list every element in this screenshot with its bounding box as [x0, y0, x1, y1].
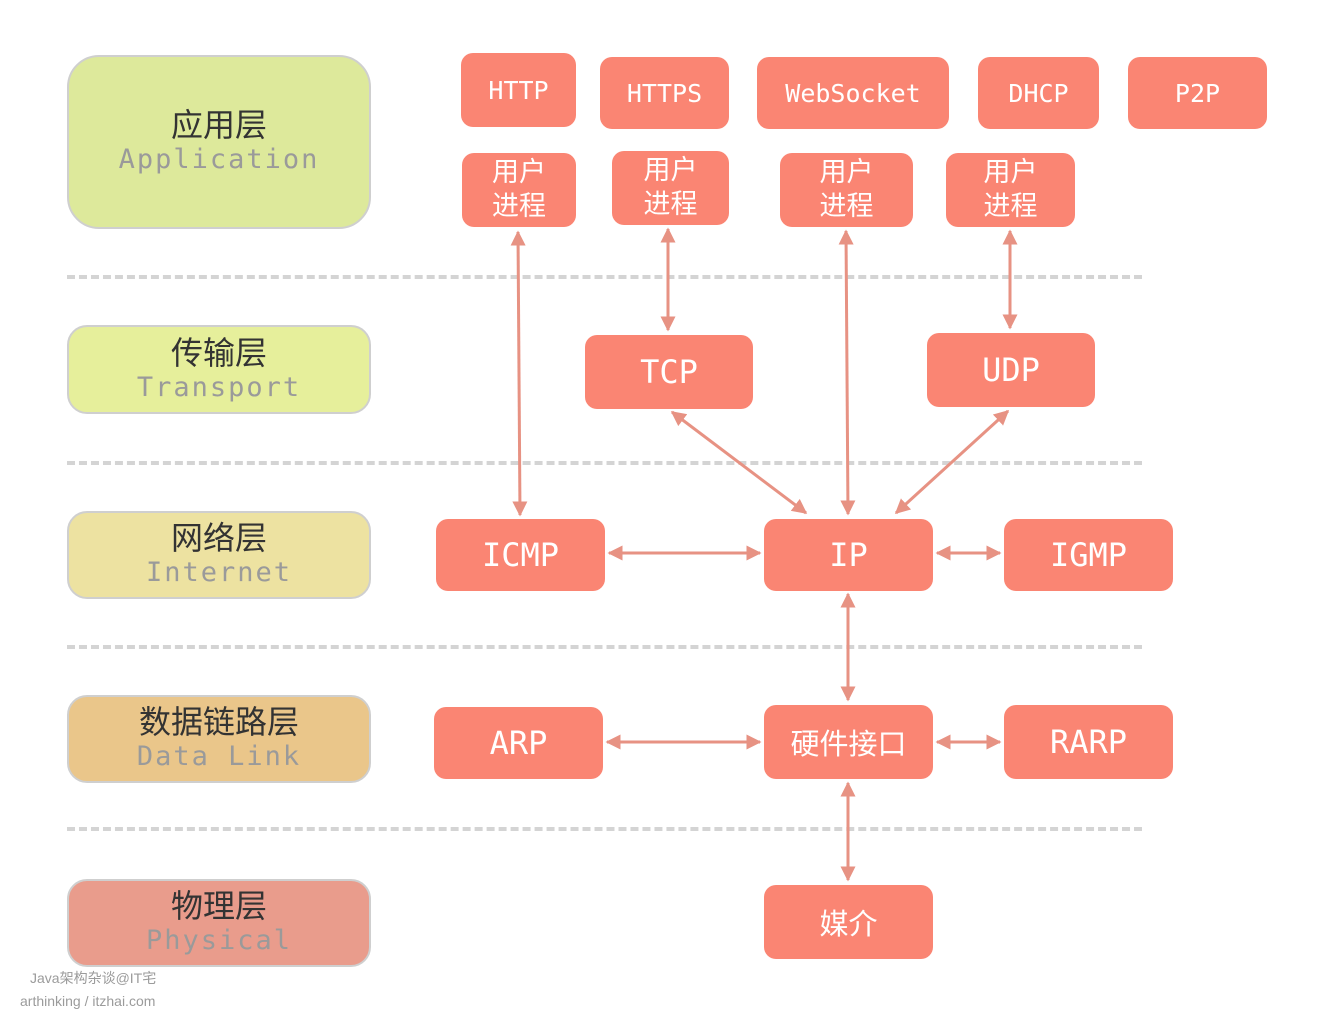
protocol-rarp: RARP — [1004, 705, 1173, 779]
protocol-arp: ARP — [434, 707, 603, 779]
protocol-icmp: ICMP — [436, 519, 605, 591]
arrow-process3-ip — [838, 229, 856, 516]
layer-name: 网络层 — [170, 519, 267, 558]
layer-separator — [67, 461, 1142, 465]
layer-en-name: Internet — [145, 557, 293, 589]
layer-separator — [67, 645, 1142, 649]
user-process-box: 用户 进程 — [946, 153, 1075, 227]
layer-separator — [67, 827, 1142, 831]
layer-name: 数据链路层 — [138, 703, 299, 742]
protocol-https: HTTPS — [600, 57, 729, 129]
user-process-box: 用户 进程 — [462, 153, 576, 227]
arrow-udp-ip — [894, 409, 1010, 515]
layer-transport: 传输层 Transport — [67, 325, 371, 414]
protocol-tcp: TCP — [585, 335, 753, 409]
protocol-dhcp: DHCP — [978, 57, 1099, 129]
layer-internet: 网络层 Internet — [67, 511, 371, 599]
protocol-udp: UDP — [927, 333, 1095, 407]
layer-physical: 物理层 Physical — [67, 879, 371, 967]
layer-separator — [67, 275, 1142, 279]
arrow-process1-icmp — [510, 230, 528, 517]
layer-en-name: Application — [118, 144, 320, 176]
protocol-http: HTTP — [461, 53, 576, 127]
user-process-box: 用户 进程 — [612, 151, 729, 225]
physical-medium: 媒介 — [764, 885, 933, 959]
user-process-box: 用户 进程 — [780, 153, 913, 227]
watermark-line1: Java架构杂谈@IT宅 — [30, 970, 157, 986]
layer-name: 传输层 — [170, 333, 267, 372]
layer-en-name: Transport — [136, 371, 302, 403]
watermark-line2: arthinking / itzhai.com — [20, 993, 156, 1009]
layer-en-name: Data Link — [136, 741, 302, 773]
protocol-p2p: P2P — [1128, 57, 1267, 129]
arrow-tcp-ip — [670, 410, 808, 515]
layer-name: 物理层 — [170, 887, 267, 926]
layer-name: 应用层 — [170, 106, 267, 145]
layer-datalink: 数据链路层 Data Link — [67, 695, 371, 783]
layer-application: 应用层 Application — [67, 55, 371, 229]
layer-en-name: Physical — [145, 925, 293, 957]
protocol-igmp: IGMP — [1004, 519, 1173, 591]
hardware-interface: 硬件接口 — [764, 705, 933, 779]
protocol-websocket: WebSocket — [757, 57, 949, 129]
protocol-ip: IP — [764, 519, 933, 591]
